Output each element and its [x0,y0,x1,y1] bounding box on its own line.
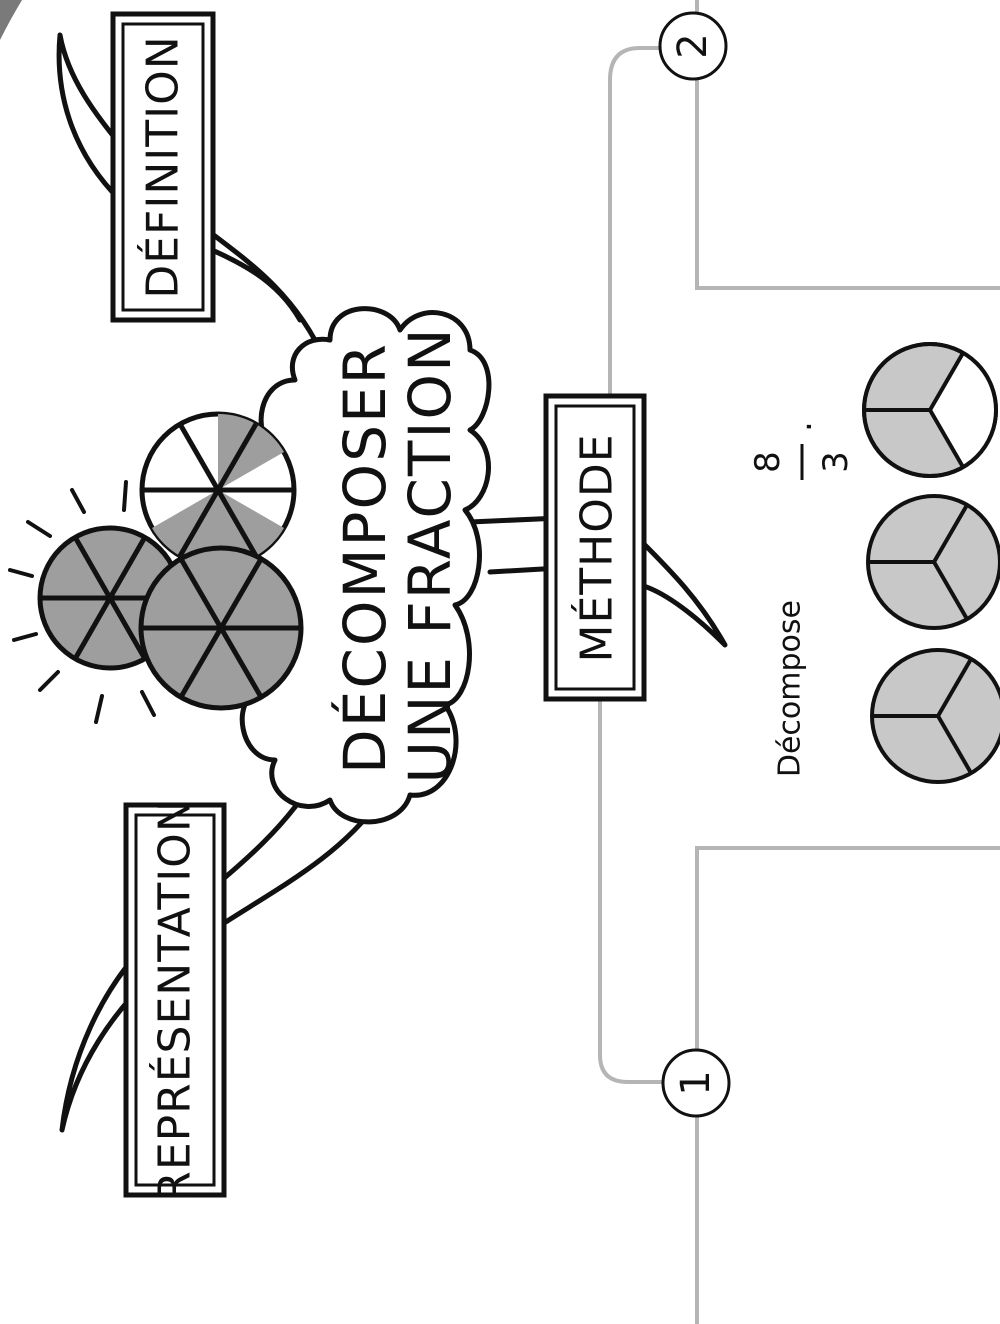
exercise-pie-1 [864,344,996,476]
exercise-pie-2 [868,496,1000,628]
step1-marker: 1 [663,1050,729,1116]
step2-number: 2 [670,33,716,58]
exercise-pie-3 [872,650,1000,782]
step2-marker: 2 [660,13,726,79]
instruction-text: Décompose [773,600,808,777]
methode-label: MÉTHODE [570,433,623,662]
methode-box: MÉTHODE [546,396,644,699]
decorative-pie-dark [141,548,301,708]
center-title-line2: UNE FRACTION [396,327,464,784]
representation-box: REPRÉSENTATION [126,798,224,1201]
exercise-instruction: Décompose 8 3 . [748,421,856,777]
step2-frame [697,0,1000,288]
step1-frame [697,848,1000,1324]
fraction-end-mark: . [780,421,820,432]
decorative-pie-white [142,414,294,566]
definition-box: DÉFINITION [113,14,213,320]
definition-label: DÉFINITION [136,35,189,298]
step1-number: 1 [673,1070,719,1095]
connector-to-step1 [600,700,662,1082]
center-title-line1: DÉCOMPOSER [330,342,399,774]
connector-to-step2 [610,48,660,395]
fraction-denominator: 3 [816,451,856,473]
fraction-numerator: 8 [748,451,788,473]
representation-label: REPRÉSENTATION [148,798,201,1201]
corner-decoration [0,0,22,40]
